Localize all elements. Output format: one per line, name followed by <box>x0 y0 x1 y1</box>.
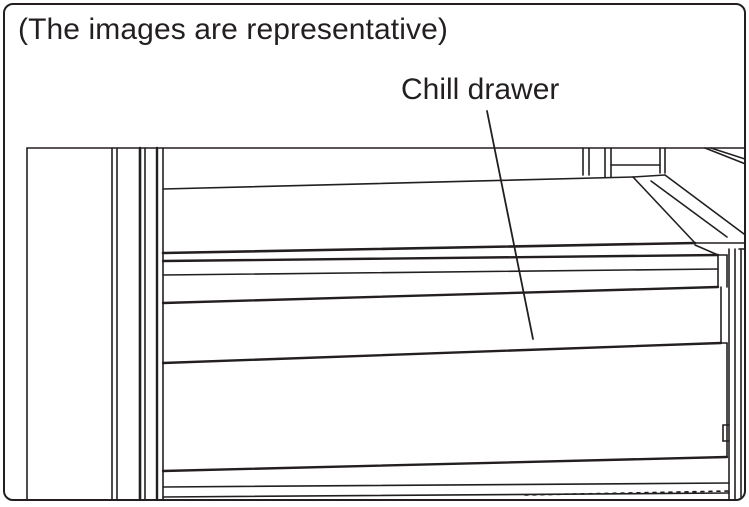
callout-leader-line <box>486 110 534 340</box>
chill-drawer-front <box>161 286 729 473</box>
figure-frame: (The images are representative) Chill dr… <box>3 3 746 501</box>
shelf-support-bracket <box>582 147 744 244</box>
glass-shelf <box>161 174 744 255</box>
right-side-rail <box>722 248 744 499</box>
drawer-top-rail <box>161 244 728 305</box>
interior-view-outline <box>26 147 744 499</box>
fridge-drawer-illustration <box>26 110 744 499</box>
left-side-wall <box>111 146 164 499</box>
figure-caption: (The images are representative) <box>18 13 448 46</box>
drawer-base <box>162 482 730 498</box>
chill-drawer-callout-label: Chill drawer <box>401 73 560 106</box>
